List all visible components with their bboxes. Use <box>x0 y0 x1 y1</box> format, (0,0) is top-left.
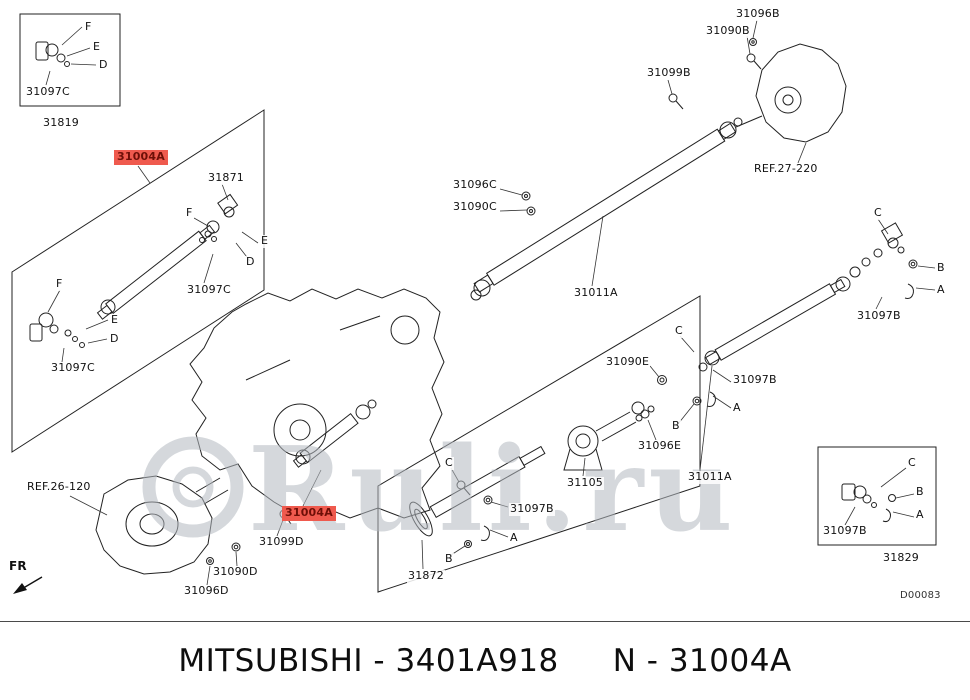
callout-letter: A <box>509 531 519 545</box>
footer-brand-part-number: MITSUBISHI - 3401A918 <box>178 643 559 679</box>
callout-letter: F <box>84 20 93 34</box>
main-propshaft-sketch <box>470 115 763 301</box>
part-label-highlighted[interactable]: 31004A <box>282 506 336 521</box>
rear-propshaft-sketch <box>409 401 645 548</box>
front-direction-label: FR <box>9 559 27 573</box>
joint-sketch-31819 <box>35 41 70 67</box>
part-label[interactable]: 31099B <box>646 66 692 80</box>
front-direction-arrow <box>13 576 43 594</box>
callout-letter: B <box>915 485 925 499</box>
labels-layer: F E D 31097C 31819 31004A 31871 F E D 31… <box>9 7 946 601</box>
callout-letter: A <box>936 283 946 297</box>
ref-label[interactable]: REF.27-220 <box>753 162 819 176</box>
part-label[interactable]: 31096D <box>183 584 230 598</box>
callout-letter: C <box>907 456 917 470</box>
part-label[interactable]: 31090D <box>212 565 259 579</box>
part-label[interactable]: 31096C <box>452 178 498 192</box>
callout-letter: D <box>245 255 256 269</box>
drawing-code: D00083 <box>900 590 941 601</box>
callout-letter: E <box>92 40 102 54</box>
part-label[interactable]: 31099D <box>258 535 305 549</box>
callout-letter: F <box>185 206 194 220</box>
callout-letter: E <box>260 234 270 248</box>
callout-letter: A <box>915 508 925 522</box>
part-label[interactable]: 31871 <box>207 171 245 185</box>
part-label[interactable]: 31097B <box>856 309 902 323</box>
joint-sketch-31829 <box>841 483 896 523</box>
part-label[interactable]: 31096E <box>637 439 683 453</box>
diagram-canvas: Ruli.ru F E D 31097C 31819 31004A 31871 … <box>9 7 946 601</box>
part-label[interactable]: 31872 <box>407 569 445 583</box>
footer-diagram-ref: N - 31004A <box>612 643 792 679</box>
callout-letter: D <box>109 332 120 346</box>
callout-letter: C <box>444 456 454 470</box>
part-label[interactable]: 31105 <box>566 476 604 490</box>
part-label[interactable]: 31011A <box>573 286 619 300</box>
detail-box-31829 <box>817 446 937 546</box>
right-propshaft-sketch <box>635 222 918 422</box>
part-label[interactable]: 31090E <box>605 355 651 369</box>
part-label[interactable]: 31011A <box>687 470 733 484</box>
callout-letter: A <box>732 401 742 415</box>
callout-letter: B <box>936 261 946 275</box>
watermark-logo-inner-icon <box>172 466 214 508</box>
leader-lines <box>45 19 936 586</box>
part-label[interactable]: 31097C <box>50 361 96 375</box>
front-propshaft-sketch <box>29 193 239 348</box>
part-label[interactable]: 31829 <box>882 551 920 565</box>
footer-caption: MITSUBISHI - 3401A918 N - 31004A <box>0 621 970 700</box>
part-label[interactable]: 31097C <box>25 85 71 99</box>
part-label[interactable]: 31097B <box>732 373 778 387</box>
part-label[interactable]: 31090C <box>452 200 498 214</box>
part-label[interactable]: 31096B <box>735 7 781 21</box>
detail-box-rear-propshaft <box>377 295 701 593</box>
callout-letter: B <box>444 552 454 566</box>
part-label-highlighted[interactable]: 31004A <box>114 150 168 165</box>
callout-letter: B <box>671 419 681 433</box>
part-label[interactable]: 31097B <box>822 524 868 538</box>
detail-box-front-propshaft <box>11 109 265 453</box>
part-label[interactable]: 31090B <box>705 24 751 38</box>
watermark-logo-icon <box>142 436 244 538</box>
callout-letter: D <box>98 58 109 72</box>
part-label[interactable]: 31819 <box>42 116 80 130</box>
part-label[interactable]: 31097C <box>186 283 232 297</box>
callout-letter: C <box>873 206 883 220</box>
transmission-sketch <box>668 38 847 143</box>
part-label[interactable]: 31097B <box>509 502 555 516</box>
detail-box-31819 <box>19 13 121 107</box>
ref-label[interactable]: REF.26-120 <box>26 480 92 494</box>
callout-letter: F <box>55 277 64 291</box>
callout-letter: E <box>110 313 120 327</box>
callout-letter: C <box>674 324 684 338</box>
